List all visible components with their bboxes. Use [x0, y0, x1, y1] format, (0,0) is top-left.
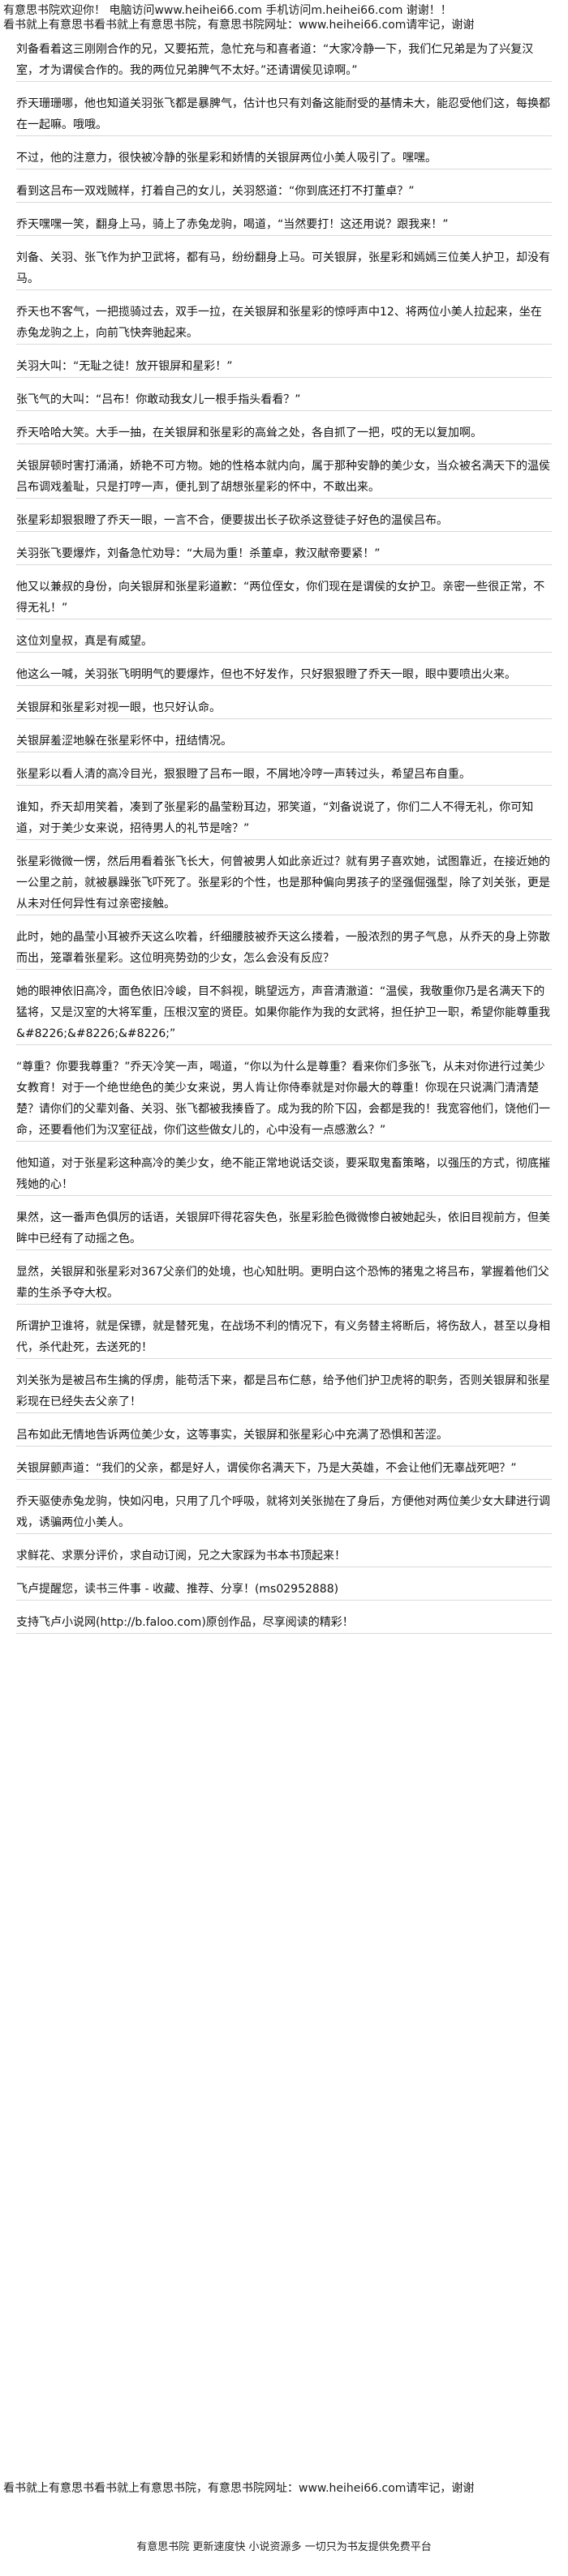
paragraph: 不过，他的注意力，很快被冷静的张星彩和娇情的关银屏两位小美人吸引了。嘿嘿。: [16, 148, 552, 169]
paragraph: 支持飞卢小说网(http://b.faloo.com)原创作品，尽享阅读的精彩！: [16, 1612, 552, 1634]
paragraph: 看到这吕布一双戏贼样，打着自己的女儿，关羽怒道：“你到底还打不打董卓？”: [16, 181, 552, 203]
paragraph: 果然，这一番声色俱厉的话语，关银屏吓得花容失色，张星彩脸色微微惨白被她起头，依旧…: [16, 1207, 552, 1250]
paragraph: 他知道，对于张星彩这种高冷的美少女，绝不能正常地说话交谈，要采取鬼畜策略，以强压…: [16, 1153, 552, 1196]
paragraph: 张星彩以看人清的高冷目光，狠狠瞪了吕布一眼，不屑地冷哼一声转过头，希望吕布自重。: [16, 764, 552, 786]
paragraph: 关银屏羞涩地躲在张星彩怀中，扭结情况。: [16, 731, 552, 752]
paragraph: 飞卢提醒您，读书三件事 - 收藏、推荐、分享！(ms02952888): [16, 1579, 552, 1601]
paragraph: 乔天珊珊哪，他也知道关羽张飞都是暴脾气，估计也只有刘备这能耐受的基情未大，能忍受…: [16, 93, 552, 136]
site-address-footer: 看书就上有意思书看书就上有意思书院，有意思书院网址：www.heihei66.c…: [3, 2482, 475, 2495]
paragraph: 关银屏顿时害打涌涌，娇艳不可方物。她的性格本就内向，属于那种安静的美少女，当众被…: [16, 456, 552, 499]
paragraph: 关银屏和张星彩对视一眼，也只好认命。: [16, 697, 552, 719]
paragraph: 乔天嘿嘿一笑，翻身上马，骑上了赤兔龙驹，喝道，“当然要打！这还用说？跟我来！”: [16, 214, 552, 236]
paragraph: “尊重？你要我尊重？”乔天冷笑一声，喝道，“你以为什么是尊重？看来你们多张飞，从…: [16, 1057, 552, 1142]
paragraph: 乔天哈哈大笑。大手一抽，在关银屏和张星彩的高耸之处，各自抓了一把，哎的无以复加啊…: [16, 422, 552, 444]
site-slogan: 有意思书院 更新速度快 小说资源多 一切只为书友提供免费平台: [136, 2541, 432, 2553]
paragraph: 刘备、关羽、张飞作为护卫武将，都有马，纷纷翻身上马。可关银屏，张星彩和嫣嫣三位美…: [16, 247, 552, 290]
paragraph: 此时，她的晶莹小耳被乔天这么吹着，纤细腰肢被乔天这么搂着，一股浓烈的男子气息，从…: [16, 927, 552, 970]
paragraph: 显然，关银屏和张星彩对367父亲们的处境，也心知肚明。更明白这个恐怖的猪鬼之将吕…: [16, 1262, 552, 1305]
paragraph: 这位刘皇叔，真是有威望。: [16, 631, 552, 653]
paragraph: 乔天驱使赤兔龙驹，快如闪电，只用了几个呼吸，就将刘关张抛在了身后，方便他对两位美…: [16, 1491, 552, 1534]
paragraph: 关羽大叫：“无耻之徒！放开银屏和星彩！”: [16, 356, 552, 378]
paragraph: 乔天也不客气，一把揽骑过去，双手一拉，在关银屏和张星彩的惊呼声中12、将两位小美…: [16, 302, 552, 345]
paragraph: 张星彩却狠狠瞪了乔天一眼，一言不合，便要拔出长子砍杀这登徒子好色的温侯吕布。: [16, 510, 552, 532]
paragraph: 求鲜花、求票分评价，求自动订阅，兄之大家踩为书本书顶起来！: [16, 1545, 552, 1567]
paragraph: 关羽张飞要爆炸，刘备急忙劝导：“大局为重！杀董卓，救汉献帝要紧！”: [16, 543, 552, 565]
paragraph: 关银屏颤声道：“我们的父亲，都是好人，谓侯你名满天下，乃是大英雄，不会让他们无辜…: [16, 1458, 552, 1480]
paragraph: 吕布如此无情地告诉两位美少女，这等事实，关银屏和张星彩心中充满了恐惧和苦涩。: [16, 1425, 552, 1447]
paragraph: 他又以兼叔的身份，向关银屏和张星彩道歉：“两位侄女，你们现在是谓侯的女护卫。亲密…: [16, 576, 552, 619]
paragraph: 张星彩微微一愣，然后用看着张飞长大，何曾被男人如此亲近过？就有男子喜欢她，试图靠…: [16, 851, 552, 915]
paragraph: 他这么一喊，关羽张飞明明气的要爆炸，但也不好发作，只好狠狠瞪了乔天一眼，眼中要喷…: [16, 664, 552, 686]
site-welcome-banner: 有意思书院欢迎你！ 电脑访问www.heihei66.com 手机访问m.hei…: [3, 4, 452, 17]
site-address-banner: 看书就上有意思书看书就上有意思书院，有意思书院网址：www.heihei66.c…: [3, 19, 475, 32]
paragraph: 她的眼神依旧高冷，面色依旧冷峻，目不斜视，眺望远方，声音清澈道：“温侯，我敬重你…: [16, 981, 552, 1045]
paragraph: 张飞气的大叫：“吕布！你敢动我女儿一根手指头看看？”: [16, 389, 552, 411]
paragraph: 谁知，乔天却用笑着，凑到了张星彩的晶莹粉耳边，邪笑道，“刘备说说了，你们二人不得…: [16, 797, 552, 840]
paragraph: 所谓护卫谁将，就是保镖，就是替死鬼，在战场不利的情况下，有义务替主将断后，将伤敌…: [16, 1316, 552, 1359]
paragraph: 刘备看着这三刚刚合作的兄，又要拓荒，急忙充与和喜者道：“大家冷静一下，我们仁兄弟…: [16, 39, 552, 82]
paragraph: 刘关张为是被吕布生擒的俘虏，能苟活下来，都是吕布仁慈，给予他们护卫虎将的职务，否…: [16, 1370, 552, 1413]
